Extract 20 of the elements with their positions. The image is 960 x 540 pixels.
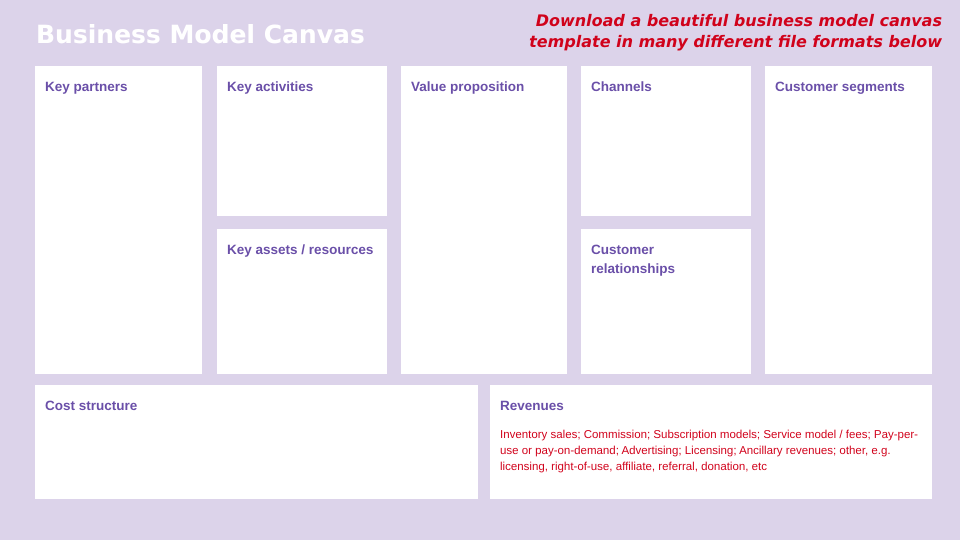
block-heading: Value proposition	[411, 78, 526, 96]
canvas-block	[401, 66, 567, 374]
download-note: Download a beautiful business model canvas template in many different file formats below	[528, 10, 942, 52]
block-heading: Revenues	[500, 397, 565, 415]
block-heading: Key assets / resources	[227, 241, 374, 259]
block-heading: Customer relationships	[591, 241, 676, 278]
canvas-block	[217, 229, 387, 374]
canvas-block	[581, 66, 751, 216]
canvas-block	[217, 66, 387, 216]
block-heading: Channels	[591, 78, 653, 96]
block-heading: Cost structure	[45, 397, 138, 415]
block-heading: Key activities	[227, 78, 314, 96]
block-text: Inventory sales; Commission; Subscription models; Service model / fees; Pay-per-use or pay-on-demand; Advertising; Licensing; Ancillary revenues; other, e.g. licensing, right-of-use, affiliate, referral, donation, etc	[500, 428, 919, 475]
canvas-block	[765, 66, 932, 374]
canvas-block	[35, 66, 202, 374]
canvas-block	[490, 385, 932, 499]
block-heading: Key partners	[45, 78, 129, 96]
canvas-block	[581, 229, 751, 374]
block-heading: Customer segments	[775, 78, 906, 96]
canvas-block	[35, 385, 478, 499]
